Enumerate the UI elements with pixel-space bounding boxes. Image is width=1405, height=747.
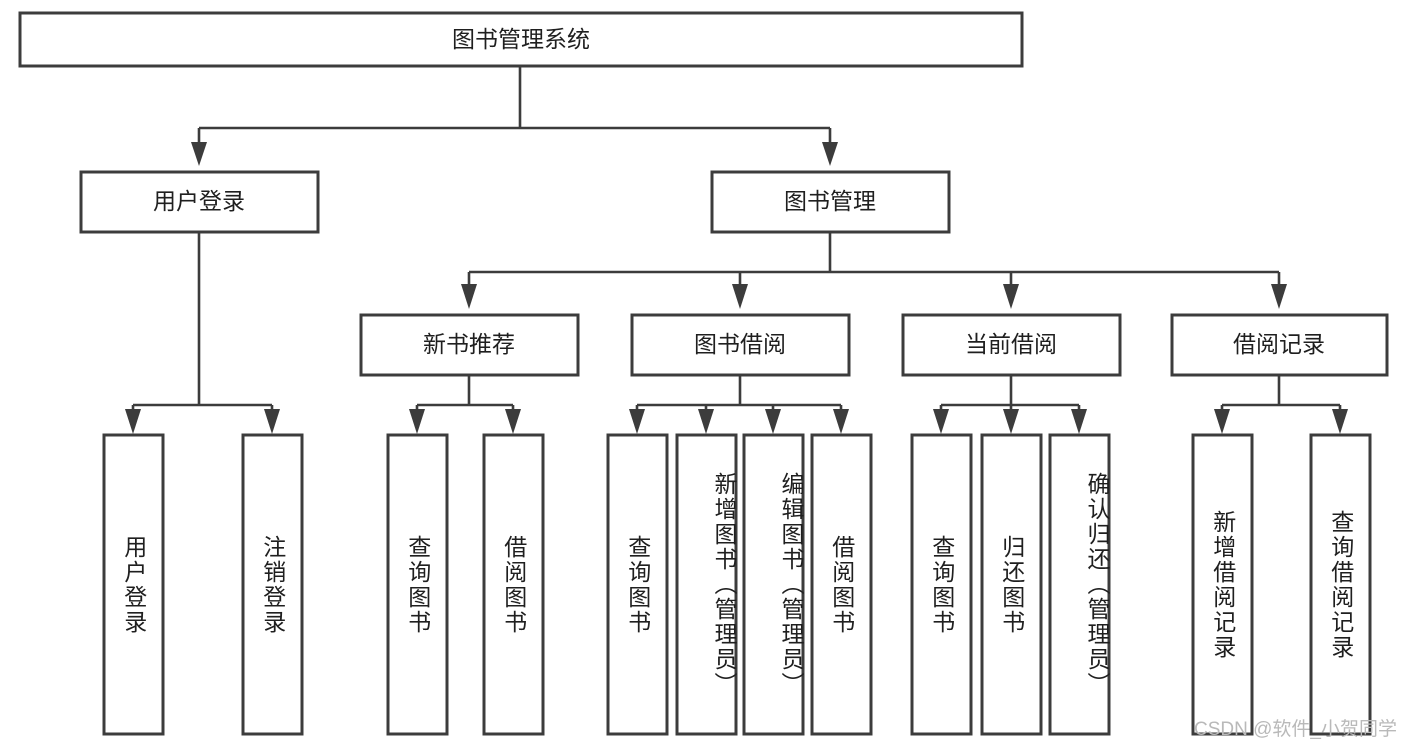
arrow-head-book-borrow xyxy=(732,284,748,309)
node-book-management-label: 图书管理 xyxy=(784,188,876,214)
connector-group-book-borrow xyxy=(629,375,849,434)
node-current-borrow[interactable]: 当前借阅 xyxy=(901,313,1122,377)
node-borrow-record-label: 借阅记录 xyxy=(1233,331,1325,357)
arrow-head-bb-leaf-1 xyxy=(629,409,645,434)
connector-group-current-borrow xyxy=(933,375,1087,434)
arrow-head-br-leaf-1 xyxy=(1214,409,1230,434)
arrow-head-nbr-leaf-2 xyxy=(505,409,521,434)
leaf-rect-nbr-2[interactable] xyxy=(482,433,545,736)
arrow-head-leaf-user-login xyxy=(125,409,141,434)
node-book-management-rect[interactable] xyxy=(710,170,951,234)
connector-group-borrow-record xyxy=(1214,375,1348,434)
leaf-rect-br-1[interactable] xyxy=(1191,433,1254,736)
connector-group-user-login xyxy=(125,233,280,434)
node-book-borrow-rect[interactable] xyxy=(630,313,851,377)
arrow-head-br-leaf-2 xyxy=(1332,409,1348,434)
leaf-boxes xyxy=(102,433,1372,736)
leaf-rect-user-login-1[interactable] xyxy=(102,433,165,736)
leaf-rect-cb-1[interactable] xyxy=(910,433,973,736)
arrow-head-cb-leaf-2 xyxy=(1003,409,1019,434)
node-user-login-label: 用户登录 xyxy=(153,188,245,214)
node-book-management[interactable]: 图书管理 xyxy=(710,170,951,234)
arrow-head-cb-leaf-1 xyxy=(933,409,949,434)
node-book-borrow[interactable]: 图书借阅 xyxy=(630,313,851,377)
node-current-borrow-label: 当前借阅 xyxy=(965,331,1057,357)
arrow-head-borrow-record xyxy=(1271,284,1287,309)
node-root-label: 图书管理系统 xyxy=(452,26,590,52)
arrow-head-current-borrow xyxy=(1003,284,1019,309)
leaf-rect-cb-2[interactable] xyxy=(980,433,1043,736)
arrow-head-bb-leaf-4 xyxy=(833,409,849,434)
leaf-rect-bb-4[interactable] xyxy=(810,433,873,736)
arrow-head-new-book-recommend xyxy=(461,284,477,309)
leaf-rect-bb-3[interactable] xyxy=(742,433,805,736)
node-new-book-recommend-label: 新书推荐 xyxy=(423,331,515,357)
leaf-rect-bb-1[interactable] xyxy=(606,433,669,736)
node-root-rect[interactable] xyxy=(18,11,1024,68)
leaf-rect-br-2[interactable] xyxy=(1309,433,1372,736)
node-user-login[interactable]: 用户登录 xyxy=(79,170,320,234)
arrow-head-user-login xyxy=(191,142,207,166)
node-book-borrow-label: 图书借阅 xyxy=(694,331,786,357)
node-borrow-record-rect[interactable] xyxy=(1170,313,1389,377)
arrow-head-bb-leaf-3 xyxy=(765,409,781,434)
node-new-book-recommend[interactable]: 新书推荐 xyxy=(359,313,580,377)
connector-group-new-book-recommend xyxy=(409,375,521,434)
connector-group-root xyxy=(191,67,838,166)
connector-group-book-mgmt xyxy=(461,233,1287,309)
leaf-rect-nbr-1[interactable] xyxy=(386,433,449,736)
node-borrow-record[interactable]: 借阅记录 xyxy=(1170,313,1389,377)
arrow-head-nbr-leaf-1 xyxy=(409,409,425,434)
arrow-head-book-mgmt xyxy=(822,142,838,166)
arrow-head-cb-leaf-3 xyxy=(1071,409,1087,434)
node-new-book-recommend-rect[interactable] xyxy=(359,313,580,377)
node-root[interactable]: 图书管理系统 xyxy=(18,11,1024,68)
arrow-head-leaf-logout xyxy=(264,409,280,434)
leaf-rect-cb-3[interactable] xyxy=(1048,433,1111,736)
leaf-rect-user-login-2[interactable] xyxy=(241,433,304,736)
node-user-login-rect[interactable] xyxy=(79,170,320,234)
arrow-head-bb-leaf-2 xyxy=(698,409,714,434)
node-current-borrow-rect[interactable] xyxy=(901,313,1122,377)
leaf-rect-bb-2[interactable] xyxy=(675,433,738,736)
